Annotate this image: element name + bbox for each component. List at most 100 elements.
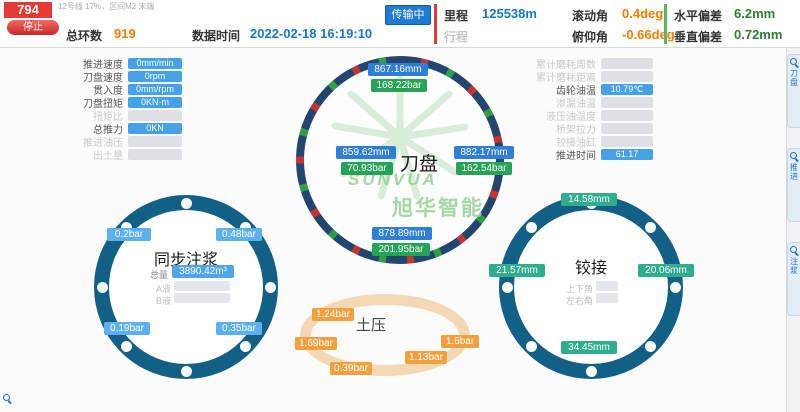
param-row-cutter-torque: 刀盘扭矩 0KN·m [28,96,182,110]
bolt-hole-icon [644,340,656,352]
bolt-hole-icon [121,340,133,352]
grouting-liquid-b-label: B液 [156,296,172,306]
side-tab-grouting[interactable]: 注浆 [787,242,800,316]
grouting-bottom-left-badge: 0.19bar [104,322,150,335]
value-badge [128,149,182,160]
articulation-leftright-badge [596,293,618,303]
param-row-wear-cycles: 累计磨耗周数 [506,57,653,71]
cutterhead-bottom-mm-badge: 878.89mm [372,227,432,240]
mileage-label: 里程 [444,9,469,23]
param-row-advance-time: 推进时间 61.17 [506,148,653,162]
value-badge [601,123,653,134]
mileage-value: 125538m [482,6,537,21]
cutterhead-top-mm-badge: 867.16mm [368,63,428,76]
param-row-thrust-pressure: 推进油压 [28,135,182,149]
bolt-hole-icon [121,222,133,234]
grouting-total-label: 总量 [150,270,169,280]
cutterhead-face [304,64,496,256]
param-row-wear-distance: 累计磨耗距离 [506,70,653,84]
earth-pressure-title: 土压 [356,317,387,334]
data-time-label: 数据时间 [192,29,241,43]
articulation-left-badge: 21.57mm [489,264,545,277]
stop-button[interactable]: 停止 [7,20,59,35]
value-badge [601,97,653,108]
horizontal-deviation-label: 水平偏差 [674,9,723,23]
grouting-bottom-right-badge: 0.35bar [216,322,262,335]
grouting-title: 同步注浆 [153,252,218,269]
earth-pressure-badge-4: 0.39bar [330,362,372,375]
param-row-gear-oil-temp: 齿轮油温 10.79℃ [506,83,653,97]
magnifier-icon [789,58,799,67]
corner-magnifier-icon[interactable] [3,394,12,403]
value-badge [601,110,653,121]
param-row-advance-speed: 推进速度 0mm/min [28,57,182,71]
side-tab-strip: 刀盘 推进 注浆 [786,48,800,412]
grouting-total-badge: 3890.42m³ [172,265,234,278]
articulation-top-badge: 14.58mm [561,193,617,206]
bolt-hole-icon [239,340,251,352]
bolt-hole-icon [669,281,681,293]
earth-pressure-badge-2: 1.69bar [295,337,337,350]
articulation-title: 铰接 [574,260,607,277]
bolt-hole-icon [526,222,538,234]
watermark-brand-text: 旭华智能 [392,197,484,220]
bolt-hole-icon [585,365,597,377]
bolt-hole-icon [239,222,251,234]
articulation-bottom-badge: 34.45mm [561,341,617,354]
value-badge: 0mm/rpm [128,84,182,95]
value-badge: 10.79℃ [601,84,653,95]
magnifier-icon [789,246,799,255]
roll-label: 滚动角 [572,9,609,23]
cutterhead-top-bar-badge: 168.22bar [371,79,427,92]
total-rings-label: 总环数 [66,29,103,43]
value-badge: 61.17 [601,149,653,160]
earth-pressure-badge-3: 1.6bar [441,335,479,348]
total-rings-value: 919 [114,26,136,41]
pitch-value: -0.66deg [622,27,675,42]
bolt-hole-icon [96,281,108,293]
side-tab-cutterhead[interactable]: 刀盘 [787,54,800,128]
articulation-updown-badge [596,281,618,291]
value-badge [128,110,182,121]
value-badge: 0mm/min [128,58,182,69]
vertical-deviation-value: 0.72mm [734,27,783,42]
pitch-label: 俯仰角 [572,30,609,44]
cutterhead-left-mm-badge: 859.62mm [336,146,396,159]
cutterhead-right-bar-badge: 162.54bar [456,162,512,175]
param-row-cutter-speed: 刀盘速度 0rpm [28,70,182,84]
param-row-total-thrust: 总推力 0KN [28,122,182,136]
earth-pressure-badge-1: 1.24bar [312,308,354,321]
value-badge: 0rpm [128,71,182,82]
top-status-bar: 12号线 17%，区间M2 末端 794 停止 总环数 919 数据时间 202… [0,0,800,48]
grouting-liquid-a-label: A液 [156,284,172,294]
data-time-value: 2022-02-18 16:19:10 [250,26,373,41]
bolt-hole-icon [526,340,538,352]
cutterhead-left-bar-badge: 70.93bar [341,162,393,175]
advance-parameters-panel: 推进速度 0mm/min 刀盘速度 0rpm 贯入度 0mm/rpm 刀盘扭矩 … [28,57,182,162]
param-row-penetration: 贯入度 0mm/rpm [28,83,182,97]
cutterhead-title: 刀盘 [400,154,439,175]
grouting-liquid-b-badge [174,293,230,303]
wear-temperature-panel: 累计磨耗周数 累计磨耗距离 齿轮油温 10.79℃ 渗漏油温 液压油温度 桥架拉… [506,57,653,162]
grouting-liquid-a-badge [174,281,230,291]
bolt-hole-icon [180,197,192,209]
red-divider [434,4,437,44]
grouting-top-left-badge: 0.2bar [107,228,151,241]
bolt-hole-icon [180,365,192,377]
earth-pressure-badge-5: 1.13bar [405,351,447,364]
green-divider [664,4,667,44]
value-badge [128,136,182,147]
value-badge: 0KN·m [128,97,182,108]
magnifier-icon [789,152,799,161]
current-ring-number: 794 [4,2,52,18]
param-row-leak-oil-temp: 渗漏油温 [506,96,653,110]
value-badge [601,58,653,69]
param-row-hydraulic-oil-temp: 液压油温度 [506,109,653,123]
articulation-right-badge: 20.06mm [638,264,694,277]
cutterhead-right-mm-badge: 882.17mm [454,146,514,159]
articulation-leftright-label: 左右角 [566,296,594,306]
param-row-torque-ratio: 扭矩比 [28,109,182,123]
grouting-top-right-badge: 0.48bar [216,228,262,241]
transmitting-button[interactable]: 传输中 [385,5,431,25]
side-tab-advance[interactable]: 推进 [787,148,800,222]
